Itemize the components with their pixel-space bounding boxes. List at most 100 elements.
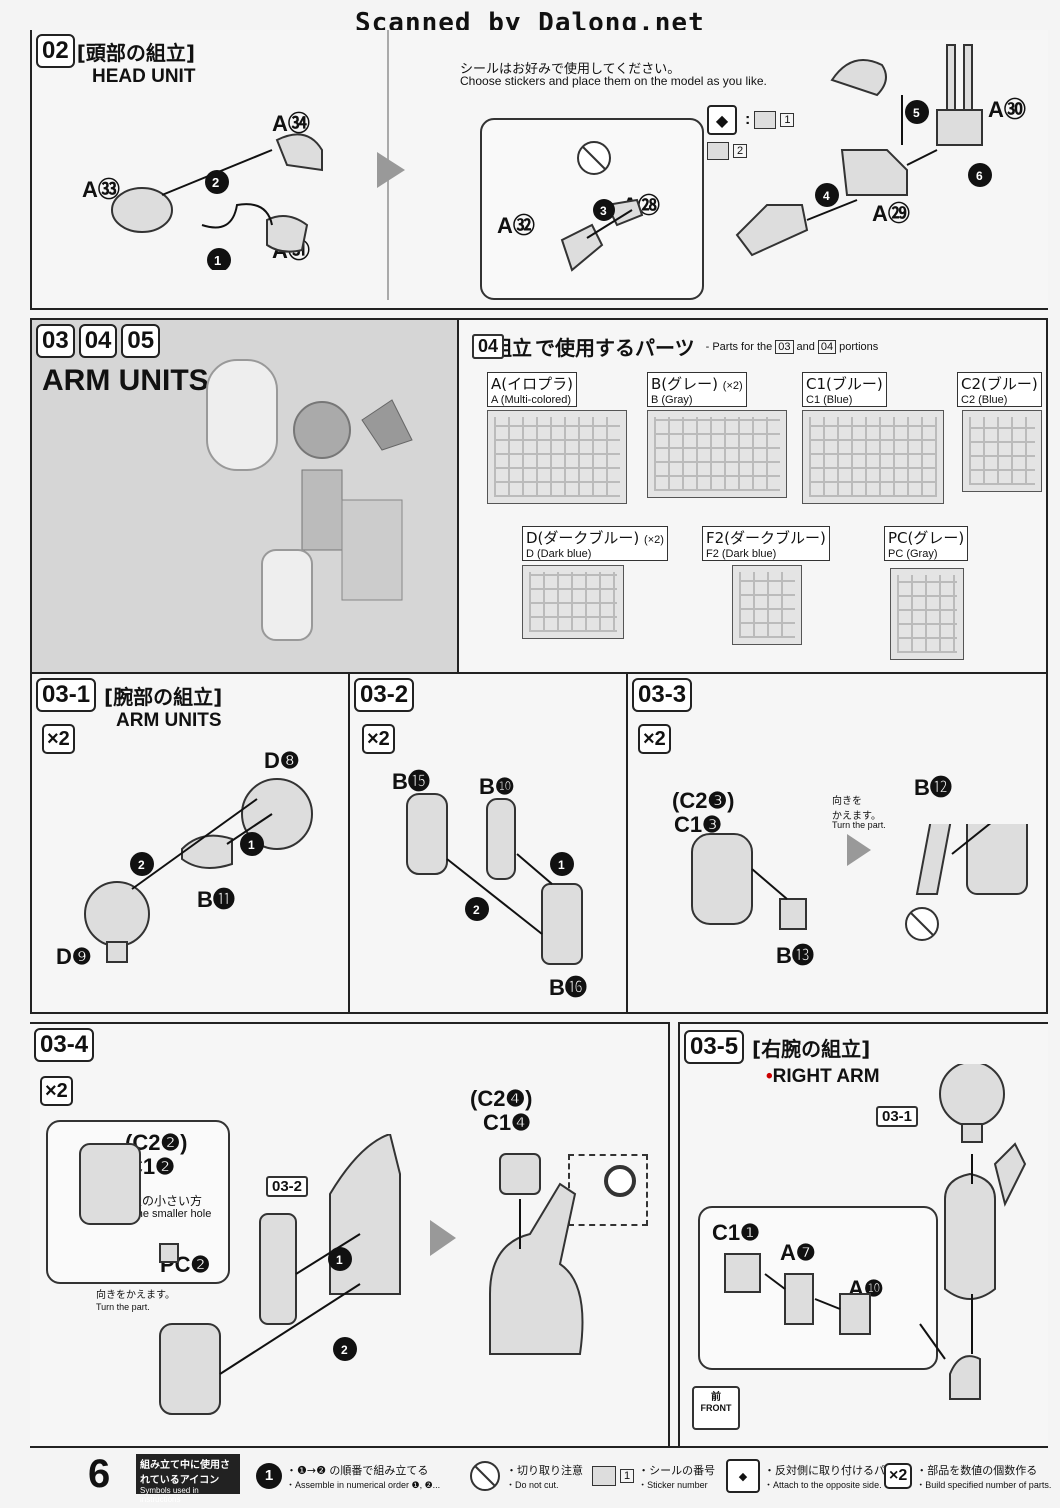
part-label: C1❸ bbox=[674, 812, 722, 837]
step-title-jp: [腕部の組立] bbox=[104, 684, 223, 709]
front-indicator-icon: 前 FRONT bbox=[692, 1386, 740, 1430]
step-035-panel: 03-5 [右腕の組立] •RIGHT ARM 03-1 C1❶ A❼ A❿ 前… bbox=[678, 1022, 1048, 1446]
svg-text:1: 1 bbox=[214, 253, 221, 268]
ref-chip: 03-1 bbox=[876, 1106, 919, 1127]
part-label: (C2❸) bbox=[672, 788, 735, 813]
do-not-cut-icon bbox=[470, 1461, 500, 1491]
turn-note-en: Turn the part. bbox=[832, 820, 886, 830]
build-count-icon: ×2 bbox=[42, 724, 75, 754]
right-arm-diagram bbox=[724, 1064, 1027, 1400]
step-number: 04 bbox=[78, 324, 118, 358]
runner-c2 bbox=[962, 410, 1042, 492]
step-title-en: •RIGHT ARM bbox=[766, 1066, 880, 1087]
build-count-icon: ×2 bbox=[638, 724, 671, 754]
part-label: B⓰ bbox=[549, 975, 587, 1000]
step-032-header: 03-2 bbox=[354, 678, 416, 712]
part-label: A㉚ bbox=[988, 97, 1026, 122]
part-label: B❿ bbox=[479, 774, 515, 799]
legend-build-count: ×2 ・部品を数値の個数作る・Build specified number of… bbox=[884, 1452, 1051, 1500]
parts-heading-en: - Parts for the bbox=[705, 340, 773, 353]
part-label: B⓬ bbox=[914, 775, 952, 800]
parts-heading: ・組立 03 04 で使用するパーツ - Parts for the 03 an… bbox=[472, 332, 878, 361]
runner-label-a: A(イロプラ) A (Multi-colored) bbox=[487, 372, 577, 407]
step-title-en: HEAD UNIT bbox=[92, 66, 196, 87]
runner-f2 bbox=[732, 565, 802, 645]
sticker-note-en: Choose stickers and place them on the mo… bbox=[460, 74, 767, 88]
step-0305-header: 03 04 05 bbox=[36, 324, 162, 358]
step-title-jp: [右腕の組立] bbox=[752, 1036, 871, 1061]
arm-034-diagram: 1 2 bbox=[79, 1134, 636, 1415]
page-number: 6 bbox=[88, 1452, 111, 1496]
svg-text:6: 6 bbox=[976, 169, 983, 183]
runner-a bbox=[487, 410, 627, 504]
step-034-header: 03-4 bbox=[34, 1028, 96, 1062]
step-title-jp: [頭部の組立] bbox=[76, 40, 195, 65]
arm-031-diagram: 2 1 bbox=[84, 778, 313, 963]
opposite-side-icon: ◆ bbox=[726, 1459, 760, 1493]
icon-legend-title: 組み立て中に使用されているアイコン Symbols used in instru… bbox=[136, 1454, 240, 1504]
divider bbox=[626, 674, 628, 1012]
step-031-header: 03-1 [腕部の組立] bbox=[36, 678, 222, 712]
hole-note-jp: 穴の小さい方 bbox=[130, 1194, 203, 1208]
step-number: 03 bbox=[36, 324, 75, 358]
part-label: D❾ bbox=[56, 944, 92, 969]
step-chip: 03 bbox=[775, 339, 794, 354]
parts-heading-mid: で使用するパーツ bbox=[535, 336, 695, 360]
legend-assemble-order: 1 ・❶→❷ の順番で組み立てる・Assemble in numerical o… bbox=[256, 1452, 440, 1500]
arm-033-diagram bbox=[691, 824, 1028, 941]
hole-note-en: The smaller hole bbox=[130, 1208, 212, 1220]
sticker-number: 1 bbox=[780, 113, 795, 127]
svg-text:1: 1 bbox=[336, 1253, 343, 1267]
sticker-note-jp: シールはお好みで使用してください。 bbox=[460, 62, 681, 77]
legend-opposite-side: ◆ ・反対側に取り付けるパーツ・Attach to the opposite s… bbox=[726, 1452, 907, 1500]
sticker-icon bbox=[592, 1466, 616, 1486]
svg-text:2: 2 bbox=[212, 175, 219, 190]
ref-chip: 03-2 bbox=[266, 1176, 309, 1197]
legend-do-not-cut: ・切り取り注意・Do not cut. bbox=[468, 1452, 583, 1500]
step-033-header: 03-3 bbox=[632, 678, 694, 712]
step-number: 03-3 bbox=[632, 678, 693, 712]
step-chip: 04 bbox=[472, 334, 505, 359]
svg-text:2: 2 bbox=[138, 858, 145, 872]
step-number: 05 bbox=[121, 324, 161, 358]
part-label: B⓭ bbox=[776, 943, 814, 968]
part-label: C1❹ bbox=[483, 1110, 531, 1135]
do-not-cut-icon: 3 bbox=[560, 141, 644, 272]
step-title-en: ARM UNITS bbox=[116, 710, 222, 731]
svg-text:1: 1 bbox=[558, 858, 565, 872]
part-label: A㉜ bbox=[497, 213, 535, 238]
runner-d bbox=[522, 565, 624, 639]
part-label: C1❶ bbox=[712, 1220, 760, 1245]
svg-text:2: 2 bbox=[473, 903, 480, 917]
runner-label-d: D(ダークブルー) (×2) D (Dark blue) bbox=[522, 526, 668, 561]
part-label: (C2❹) bbox=[470, 1086, 533, 1111]
runner-pc bbox=[890, 568, 964, 660]
runner-c1 bbox=[802, 410, 944, 504]
step-order-icon: 1 bbox=[256, 1463, 282, 1489]
portions-text: portions bbox=[839, 340, 879, 353]
legend-sticker-number: 1 ・シールの番号・Sticker number bbox=[592, 1452, 715, 1500]
sticker-ref-2: 2 bbox=[707, 142, 748, 160]
arm-steps-row1: 03-1 [腕部の組立] ARM UNITS ×2 D❽ B⓫ D❾ 2 1 0… bbox=[30, 674, 1048, 1014]
part-label: B⓯ bbox=[392, 769, 430, 794]
part-label: D❽ bbox=[264, 748, 300, 773]
next-arrow-icon bbox=[430, 1220, 456, 1256]
sticker-icon bbox=[754, 111, 777, 129]
sticker-number: 1 bbox=[620, 1469, 635, 1483]
step-number: 03-4 bbox=[34, 1028, 95, 1062]
part-label: B⓫ bbox=[197, 887, 235, 912]
next-arrow-icon bbox=[377, 152, 405, 188]
step-number: 03-1 bbox=[36, 678, 97, 712]
build-count-icon: ×2 bbox=[362, 724, 395, 754]
runner-label-f2: F2(ダークブルー) F2 (Dark blue) bbox=[702, 526, 830, 561]
part-label: A㉝ bbox=[82, 177, 120, 202]
divider bbox=[348, 674, 350, 1012]
runner-b bbox=[647, 410, 787, 498]
part-label: A㉙ bbox=[872, 201, 910, 226]
turn-note-jp: 向きをかえます。 bbox=[96, 1290, 175, 1301]
svg-text:1: 1 bbox=[248, 838, 255, 852]
step-number: 03-2 bbox=[354, 678, 415, 712]
step-035-header: 03-5 [右腕の組立] bbox=[684, 1030, 870, 1064]
svg-text:4: 4 bbox=[823, 189, 830, 203]
build-count-icon: ×2 bbox=[884, 1463, 913, 1489]
